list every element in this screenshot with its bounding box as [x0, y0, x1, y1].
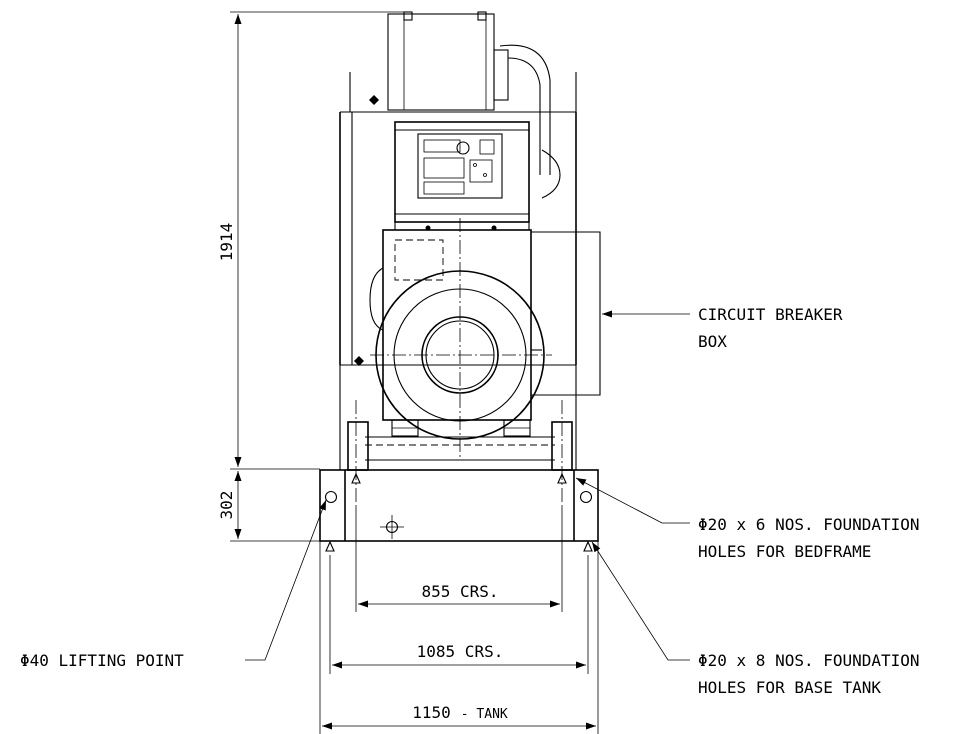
alternator-body [369, 218, 601, 460]
radiator-frame [339, 72, 577, 366]
base-tank [319, 469, 599, 552]
lifting-point-icon [579, 490, 593, 504]
dim-tank-width-value: 1150 [412, 703, 451, 722]
label-bedframe-holes-2: HOLES FOR BEDFRAME [698, 542, 871, 561]
exhaust-assembly [387, 11, 561, 199]
label-bedframe-holes-1: Φ20 x 6 NOS. FOUNDATION [698, 515, 920, 534]
diamond-mark-icon [354, 356, 364, 366]
label-lifting-point: Φ40 LIFTING POINT [20, 651, 184, 670]
label-base-tank-holes-1: Φ20 x 8 NOS. FOUNDATION [698, 651, 920, 670]
dim-height-tank: 302 [217, 491, 236, 520]
dim-tank-width: 1150 - TANK [412, 703, 508, 722]
dim-bedframe-crs: 855 CRS. [421, 582, 498, 601]
dim-height-total: 1914 [217, 223, 236, 262]
leader-lines [245, 310, 690, 661]
label-base-tank-holes-2: HOLES FOR BASE TANK [698, 678, 881, 697]
dim-base-tank-crs: 1085 CRS. [417, 642, 504, 661]
lifting-point-icon [324, 490, 338, 504]
diamond-mark-icon [369, 95, 379, 105]
label-circuit-breaker-1: CIRCUIT BREAKER [698, 305, 843, 324]
bedframe [339, 365, 577, 505]
dimension-lines [230, 11, 599, 734]
dim-tank-width-suffix: - TANK [461, 707, 508, 722]
control-panel [394, 121, 530, 230]
label-circuit-breaker-2: BOX [698, 332, 727, 351]
